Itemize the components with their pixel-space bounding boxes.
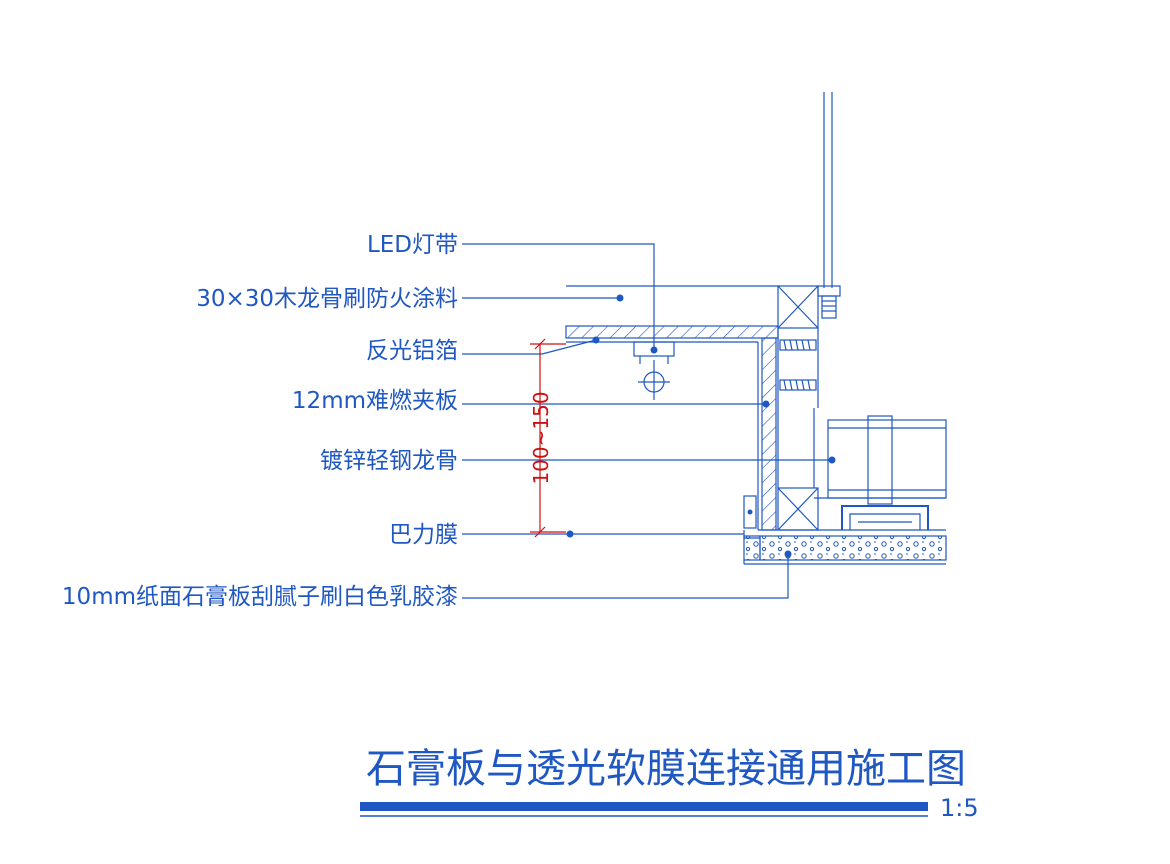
label-led-strip: LED灯带	[367, 232, 458, 258]
light-steel-keel	[814, 415, 947, 530]
leader-lines	[462, 243, 836, 599]
label-fire-board: 12mm难燃夹板	[292, 388, 458, 414]
drawing-title: 石膏板与透光软膜连接通用施工图	[366, 746, 966, 792]
label-steel-keel: 镀锌轻钢龙骨	[320, 448, 458, 474]
label-stretch-film: 巴力膜	[389, 522, 458, 548]
dimension-label: 100~150	[529, 391, 553, 484]
horizontal-fire-board	[565, 325, 779, 339]
label-gypsum-board: 10mm纸面石膏板刮腻子刷白色乳胶漆	[62, 584, 458, 610]
title-underline-thick	[360, 802, 928, 811]
label-reflective-foil: 反光铝箔	[366, 338, 458, 364]
height-dimension: 100~150	[529, 338, 566, 538]
hanger-rod	[817, 92, 841, 319]
drawing-scale: 1:5	[940, 794, 979, 822]
wood-keel-blocks	[777, 285, 819, 531]
gypsum-board-layer	[743, 529, 947, 565]
screws	[779, 339, 817, 391]
label-wood-keel: 30×30木龙骨刷防火涂料	[196, 286, 458, 312]
